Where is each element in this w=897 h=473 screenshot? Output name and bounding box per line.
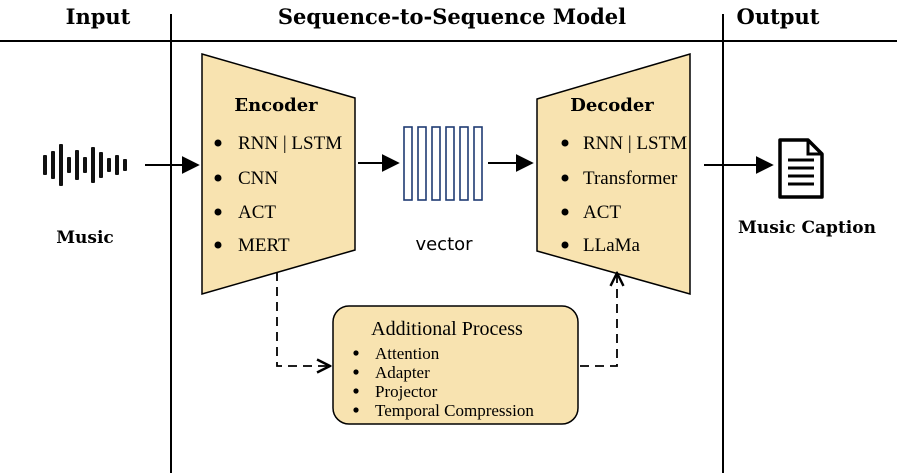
vector-label: vector	[415, 234, 473, 255]
process-item: Projector	[375, 382, 438, 401]
output-header: Output	[737, 4, 820, 29]
decoder-item: RNN | LSTM	[583, 133, 687, 154]
process-item: Temporal Compression	[375, 401, 534, 420]
vector-cells	[403, 126, 483, 201]
decoder-item: ACT	[583, 202, 621, 223]
dashed-arrow-process-to-decoder	[580, 273, 617, 367]
dashed-arrow-encoder-to-process	[276, 272, 330, 366]
process-item: Attention	[375, 344, 440, 363]
encoder-item: CNN	[238, 168, 278, 189]
model-header: Sequence-to-Sequence Model	[278, 4, 626, 29]
input-header: Input	[66, 4, 131, 29]
encoder-item: MERT	[238, 235, 290, 256]
encoder-title: Encoder	[234, 95, 318, 116]
additional-process-title: Additional Process	[371, 318, 523, 340]
process-item: Adapter	[375, 363, 430, 382]
decoder-block	[536, 52, 691, 295]
additional-process-block	[332, 305, 579, 425]
waveform-icon	[43, 144, 127, 186]
additional-process-list: Attention Adapter Projector Temporal Com…	[353, 344, 534, 420]
music-caption-label: Music Caption	[738, 218, 876, 238]
decoder-item: LLaMa	[583, 235, 641, 256]
encoder-block	[201, 53, 356, 295]
decoder-item: Transformer	[583, 168, 678, 189]
document-icon	[778, 138, 824, 199]
encoder-item: ACT	[238, 202, 276, 223]
decoder-list: RNN | LSTM Transformer ACT LLaMa	[561, 133, 687, 256]
music-label: Music	[56, 228, 114, 248]
encoder-item: RNN | LSTM	[238, 133, 342, 154]
encoder-list: RNN | LSTM CNN ACT MERT	[214, 133, 342, 256]
decoder-title: Decoder	[570, 95, 654, 116]
